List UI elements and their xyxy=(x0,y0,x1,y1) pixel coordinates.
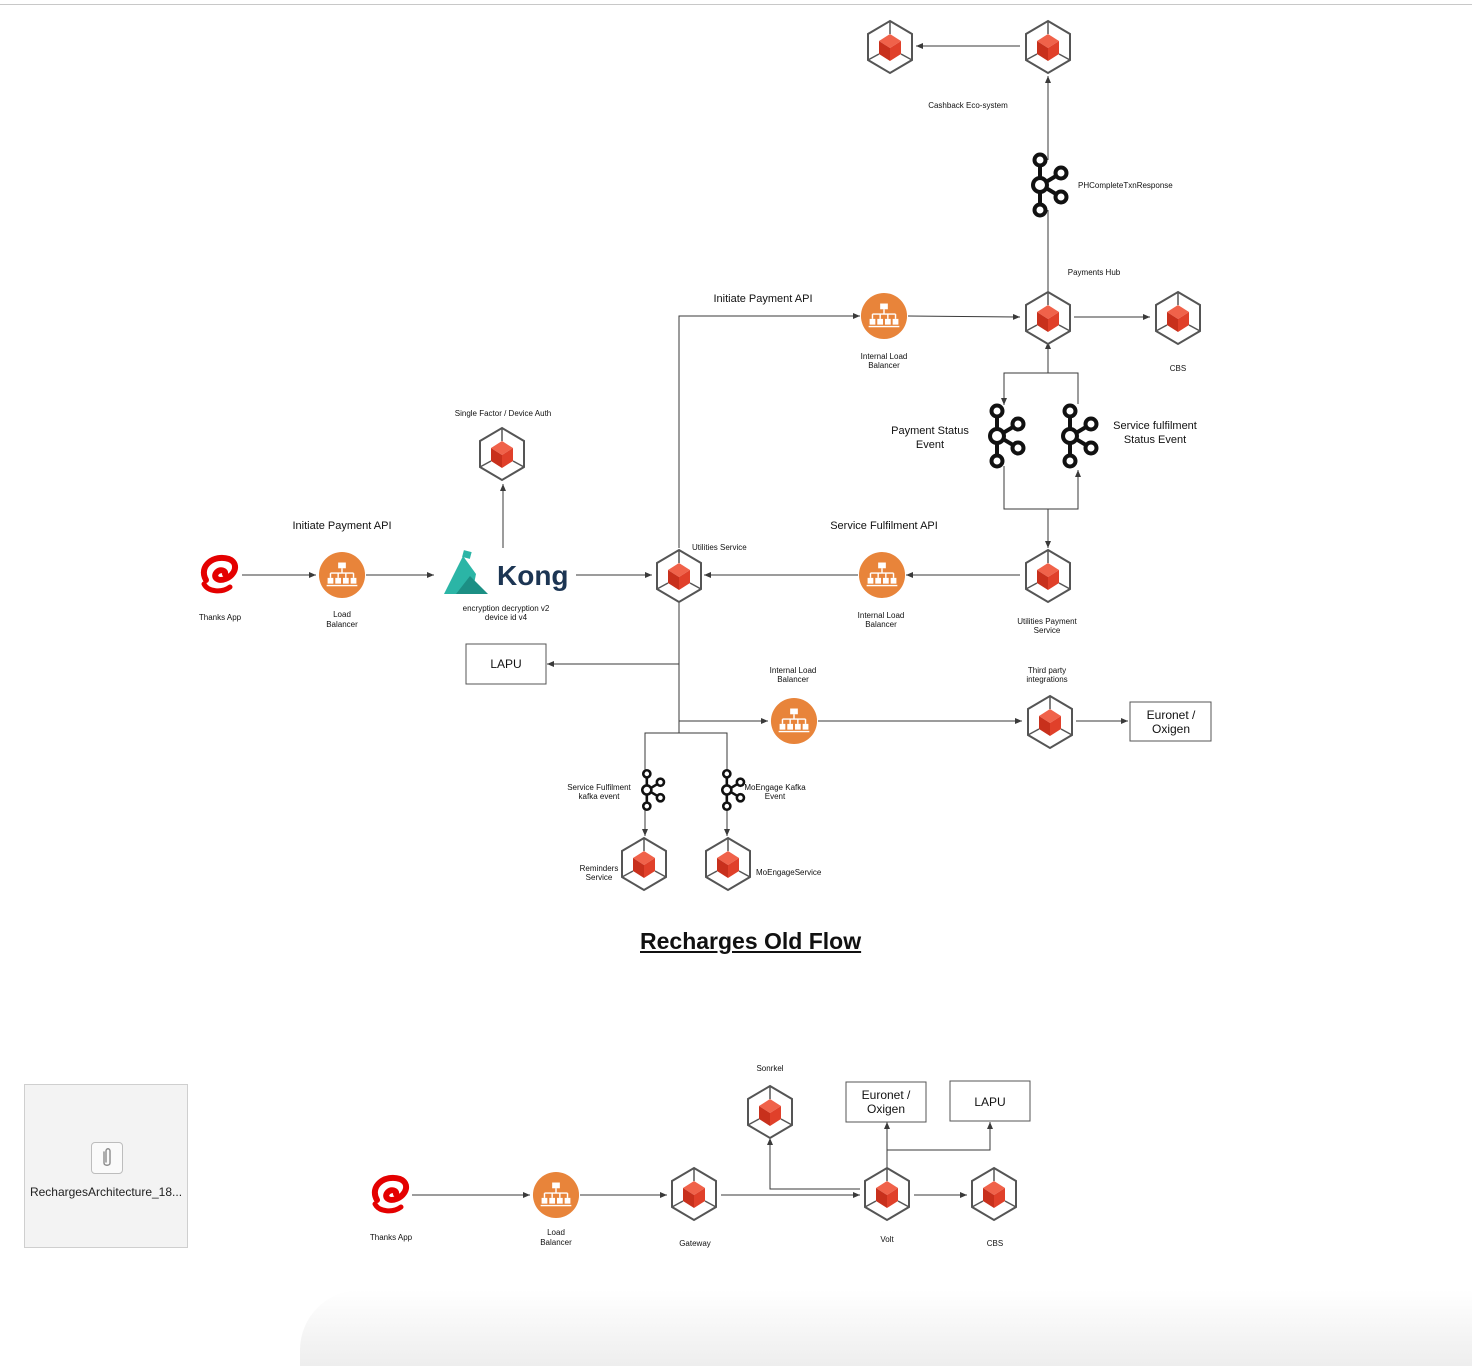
third-party-label-2: integrations xyxy=(1026,675,1067,684)
sonrkel-label: Sonrkel xyxy=(756,1064,783,1073)
internal-lb-mid-label-2: Balancer xyxy=(865,620,897,629)
initiate-payment-api-top-label: Initiate Payment API xyxy=(713,293,812,305)
moengage-kafka-label-1: MoEngage Kafka xyxy=(744,783,806,792)
volt-label: Volt xyxy=(880,1235,894,1244)
internal-lb-top-label-2: Balancer xyxy=(868,361,900,370)
load-balancer-icon xyxy=(318,551,366,599)
moengage-service-label: MoEngageService xyxy=(756,868,822,877)
single-factor-auth-component-icon xyxy=(479,427,525,481)
load-balancer-label-1: Load xyxy=(333,610,351,619)
lapu-box xyxy=(465,643,547,685)
ph-topic-label: PHCompleteTxnResponse xyxy=(1078,181,1173,190)
internal-lb-mid-label-1: Internal Load xyxy=(858,611,905,620)
cashback-component-icon xyxy=(1025,20,1071,74)
new-euronet-oxigen-box xyxy=(845,1081,927,1123)
internal-lb-bottom-label-2: Balancer xyxy=(777,675,809,684)
reminders-label-1: Reminders xyxy=(580,864,619,873)
gateway-label: Gateway xyxy=(679,1239,711,1248)
sf-kafka-label-1: Service Fulfilment xyxy=(567,783,631,792)
internal-lb-mid-icon xyxy=(858,551,906,599)
internal-lb-bottom-icon xyxy=(770,697,818,745)
thanks-app-label: Thanks App xyxy=(199,613,242,622)
reminders-component-icon xyxy=(621,837,667,891)
new-thanks-app-label: Thanks App xyxy=(370,1233,413,1242)
third-party-component-icon xyxy=(1027,695,1073,749)
cbs-component-icon xyxy=(1155,291,1201,345)
attachment-filename: RechargesArchitecture_18... xyxy=(29,1185,183,1199)
cbs-label: CBS xyxy=(1170,364,1186,373)
new-lapu-label: LAPU xyxy=(974,1095,1005,1109)
sonrkel-component-icon xyxy=(747,1085,793,1139)
gateway-component-icon xyxy=(671,1167,717,1221)
internal-lb-top-label-1: Internal Load xyxy=(861,352,908,361)
new-load-balancer-label-1: Load xyxy=(547,1228,565,1237)
payments-hub-label: Payments Hub xyxy=(1068,268,1121,277)
utilities-payment-service-label-1: Utilities Payment xyxy=(1017,617,1077,626)
payment-status-event-label-1: Payment Status xyxy=(891,425,969,437)
internal-lb-top-icon xyxy=(860,292,908,340)
new-cbs-component-icon xyxy=(971,1167,1017,1221)
sf-kafka-label-2: kafka event xyxy=(579,792,621,801)
top-divider xyxy=(0,4,1472,5)
kong-wordmark: Kong xyxy=(497,560,569,591)
service-fulfilment-api-label: Service Fulfilment API xyxy=(830,520,938,532)
new-cbs-label: CBS xyxy=(987,1239,1003,1248)
payment-status-event-label-2: Event xyxy=(916,439,944,451)
scroll-shadow xyxy=(300,1290,1472,1366)
cashback-target-component-icon xyxy=(867,20,913,74)
service-fulfilment-status-kafka-icon xyxy=(1061,403,1099,469)
euronet-oxigen-label-2: Oxigen xyxy=(1152,722,1190,736)
new-load-balancer-icon xyxy=(532,1171,580,1219)
new-load-balancer-label-2: Balancer xyxy=(540,1238,572,1247)
old-flow-connectors xyxy=(242,43,1150,836)
new-flow-connectors xyxy=(412,1122,993,1198)
load-balancer-label-2: Balancer xyxy=(326,620,358,629)
diagram-title: Recharges Old Flow xyxy=(640,928,862,954)
utilities-payment-service-component-icon xyxy=(1025,549,1071,603)
sf-status-event-label-2: Status Event xyxy=(1124,434,1186,446)
kong-sub-label-1: encryption decryption v2 xyxy=(463,604,550,613)
paperclip-icon xyxy=(91,1142,123,1174)
kong-sub-label-2: device id v4 xyxy=(485,613,528,622)
utilities-service-label: Utilities Service xyxy=(692,543,747,552)
payments-hub-component-icon xyxy=(1025,291,1071,345)
new-euronet-oxigen-label-1: Euronet / xyxy=(862,1088,911,1102)
lapu-label: LAPU xyxy=(490,657,521,671)
attachment-card[interactable]: RechargesArchitecture_18... xyxy=(24,1084,188,1248)
moengage-kafka-icon xyxy=(720,768,746,812)
euronet-oxigen-box xyxy=(1129,701,1212,742)
new-euronet-oxigen-label-2: Oxigen xyxy=(867,1102,905,1116)
ph-kafka-icon xyxy=(1031,152,1069,218)
kong-logo-icon xyxy=(444,550,488,594)
utilities-service-component-icon xyxy=(656,549,702,603)
sf-kafka-icon xyxy=(640,768,666,812)
new-lapu-box xyxy=(949,1080,1031,1122)
third-party-label-1: Third party xyxy=(1028,666,1066,675)
cashback-label: Cashback Eco-system xyxy=(928,101,1008,110)
moengage-component-icon xyxy=(705,837,751,891)
volt-component-icon xyxy=(864,1167,910,1221)
sf-status-event-label-1: Service fulfilment xyxy=(1113,420,1197,432)
moengage-kafka-label-2: Event xyxy=(765,792,786,801)
utilities-payment-service-label-2: Service xyxy=(1034,626,1061,635)
payment-status-kafka-icon xyxy=(988,403,1026,469)
initiate-payment-api-left-label: Initiate Payment API xyxy=(292,520,391,532)
euronet-oxigen-label-1: Euronet / xyxy=(1147,708,1196,722)
airtel-logo-icon xyxy=(204,558,235,591)
single-factor-label: Single Factor / Device Auth xyxy=(455,409,552,418)
internal-lb-bottom-label-1: Internal Load xyxy=(770,666,817,675)
new-airtel-logo-icon xyxy=(375,1178,406,1211)
reminders-label-2: Service xyxy=(586,873,613,882)
